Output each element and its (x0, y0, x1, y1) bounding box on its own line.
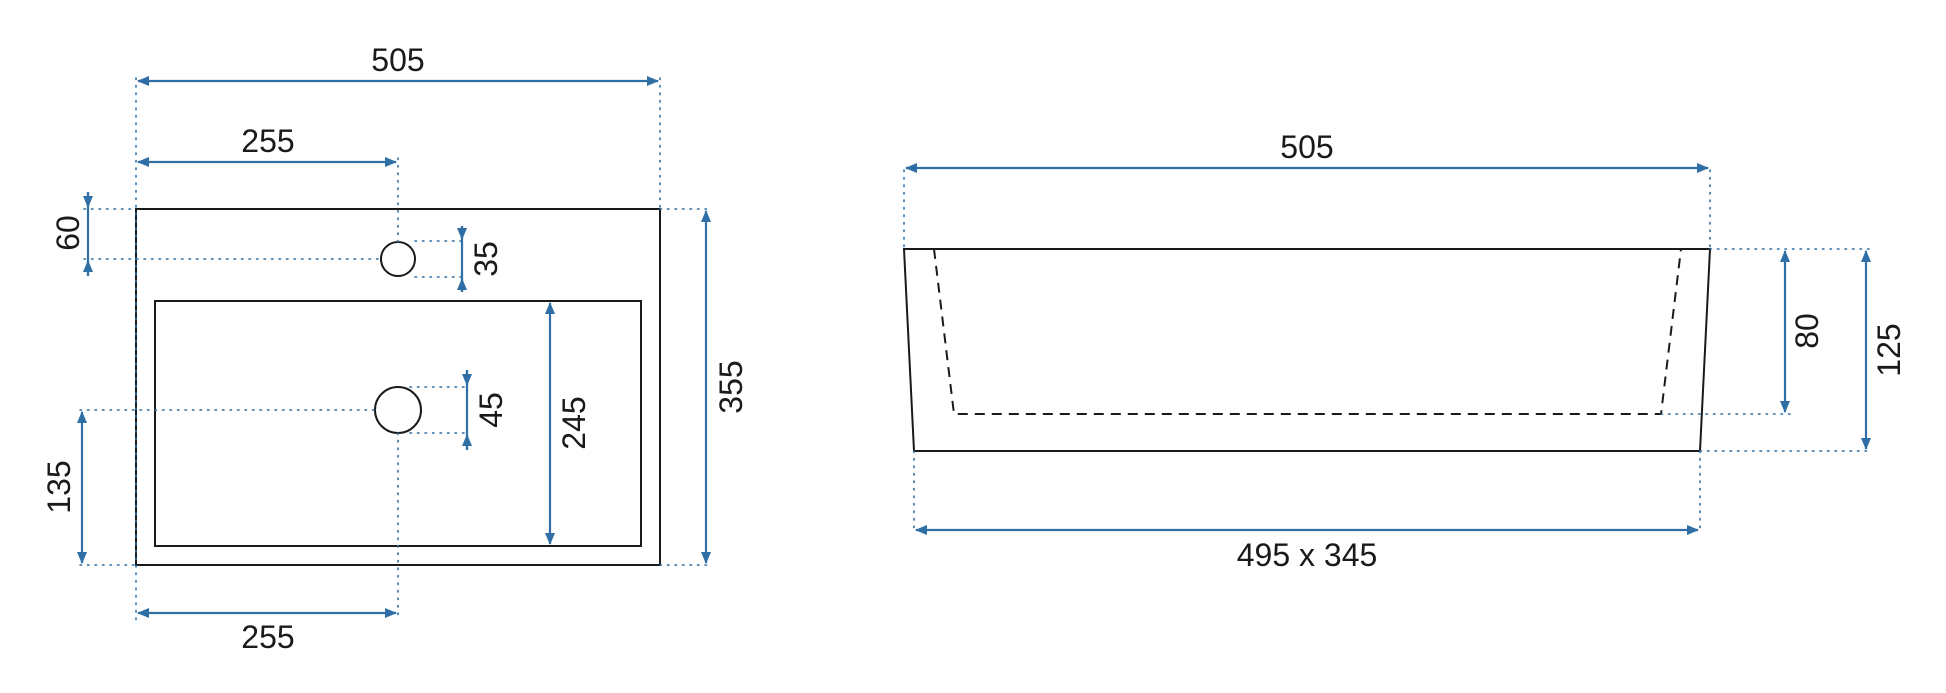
side-view: 505 80 125 495 x 345 (902, 129, 1907, 573)
label-drain-diameter: 45 (473, 392, 509, 428)
label-tap-diameter: 35 (468, 241, 504, 277)
label-overall-height: 125 (1871, 323, 1907, 376)
label-tap-offset: 255 (241, 123, 294, 159)
label-drain-offset: 135 (41, 460, 77, 513)
label-tap-edge-distance: 60 (50, 215, 86, 251)
label-drain-offset-bottom: 255 (241, 619, 294, 655)
label-base-dimensions: 495 x 345 (1237, 537, 1378, 573)
top-view: 505 255 60 35 45 245 355 135 255 (41, 42, 749, 655)
bowl-hidden-line (933, 248, 1682, 415)
label-overall-width: 505 (371, 42, 424, 78)
sink-side-outline (902, 248, 1712, 452)
tap-hole (380, 241, 416, 277)
label-bowl-depth: 80 (1789, 313, 1825, 349)
label-basin-depth: 245 (556, 396, 592, 449)
label-overall-depth: 355 (713, 360, 749, 413)
drain-hole (374, 386, 422, 434)
label-side-width: 505 (1280, 129, 1333, 165)
